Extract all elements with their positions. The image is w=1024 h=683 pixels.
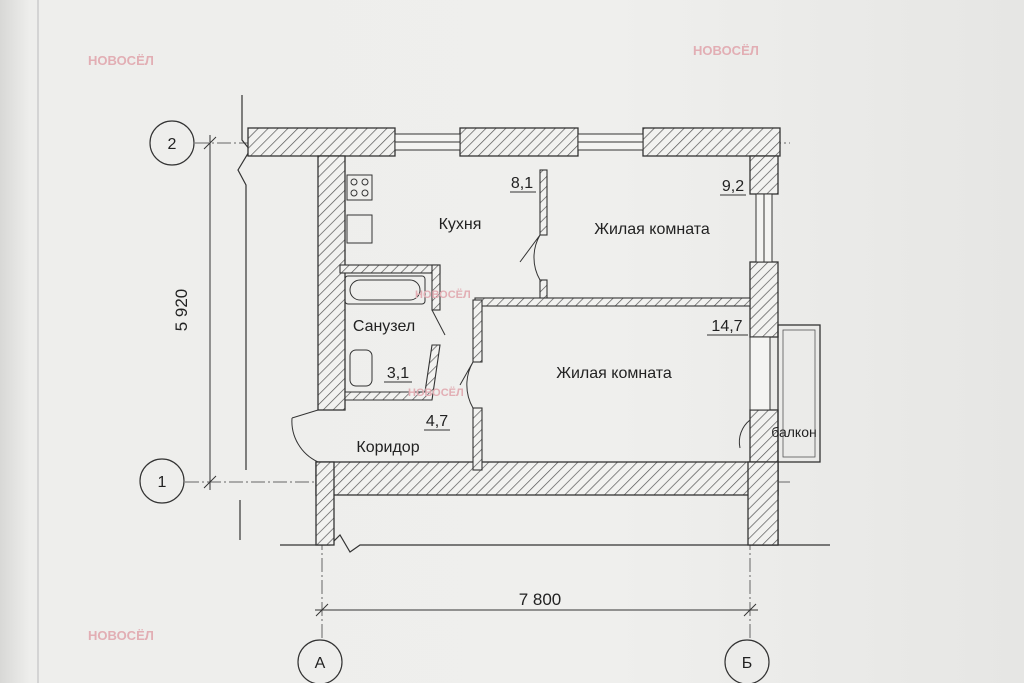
room-area-corridor: 4,7 (426, 413, 448, 430)
room-name-bedroom-large: Жилая комната (556, 365, 672, 382)
room-name-balcony: балкон (771, 424, 816, 440)
width-dimension: 7 800 (519, 590, 562, 609)
axis-label-2: 2 (168, 136, 177, 153)
room-name-corridor: Коридор (356, 439, 419, 456)
height-dimension: 5 920 (172, 289, 191, 332)
room-area-bedroom-small: 9,2 (722, 178, 744, 195)
room-name-kitchen: Кухня (439, 216, 482, 233)
svg-text:НОВОСЁЛ: НОВОСЁЛ (693, 43, 759, 58)
fixtures (344, 174, 426, 387)
axis-label-b: Б (742, 655, 753, 672)
toilet-icon (349, 349, 373, 387)
room-area-kitchen: 8,1 (511, 175, 533, 192)
room-name-bedroom-small: Жилая комната (594, 221, 710, 238)
svg-text:НОВОСЁЛ: НОВОСЁЛ (88, 53, 154, 68)
doors (291, 234, 751, 463)
watermark-logo: НОВОСЁЛ НОВОСЁЛ НОВОСЁЛ НОВОСЁЛ НОВОСЁЛ (88, 43, 759, 643)
room-labels: Кухня 8,1 Жилая комната 9,2 Санузел 3,1 … (353, 175, 817, 456)
area-underlines (384, 191, 748, 431)
dimension-lines (203, 135, 758, 617)
bathtub-icon (344, 275, 426, 305)
svg-text:НОВОСЁЛ: НОВОСЁЛ (415, 288, 471, 301)
svg-text:НОВОСЁЛ: НОВОСЁЛ (408, 386, 464, 399)
partitions (339, 169, 751, 471)
walls (247, 127, 781, 546)
axis-markers (139, 120, 770, 683)
stove-icon (346, 174, 373, 201)
room-name-bathroom: Санузел (353, 318, 415, 335)
sink-icon (346, 214, 373, 244)
room-area-bathroom: 3,1 (387, 365, 409, 382)
axis-label-a: А (315, 655, 326, 672)
windows (394, 133, 773, 411)
balcony-outline (777, 324, 821, 463)
grid-lines (185, 142, 790, 640)
room-area-bedroom-large: 14,7 (711, 318, 742, 335)
axis-label-1: 1 (158, 474, 167, 491)
svg-text:НОВОСЁЛ: НОВОСЁЛ (88, 628, 154, 643)
